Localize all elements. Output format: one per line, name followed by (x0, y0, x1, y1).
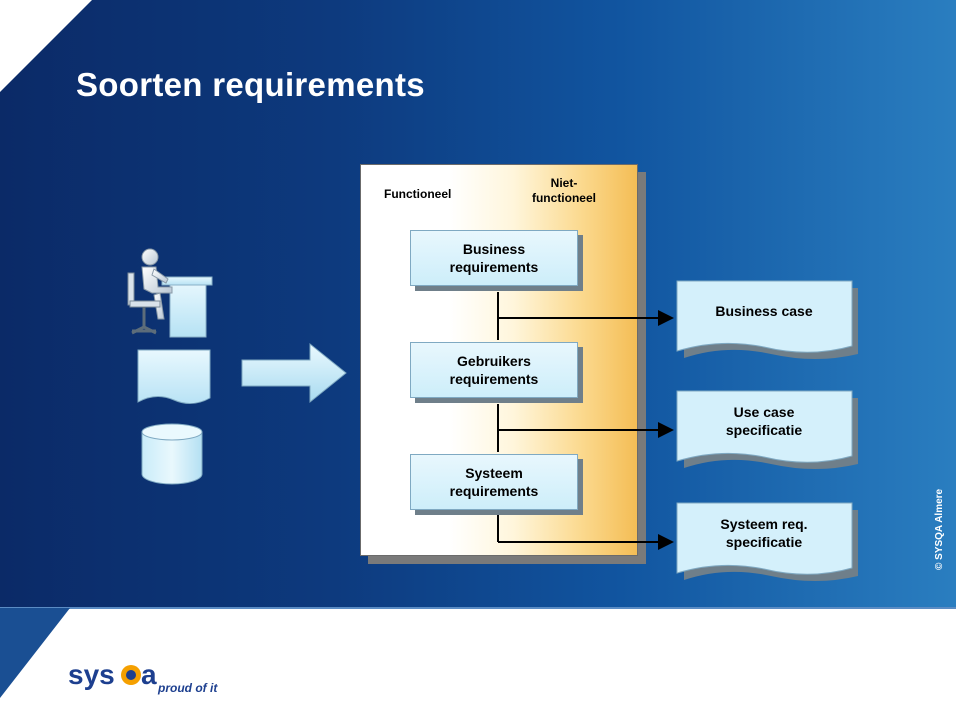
output-label-line1: Systeem req. (720, 516, 808, 532)
column-label-nonfunctional-line2: functioneel (531, 191, 596, 205)
sysqa-logo: sys a proud of it (68, 659, 218, 695)
document-shape-icon (676, 390, 858, 469)
requirement-label-line2: requirements (449, 483, 539, 499)
output-label-line1: Use case (733, 404, 795, 420)
document-shape-icon (676, 502, 858, 581)
person-at-desk-icon (127, 248, 213, 338)
document-icon (137, 349, 211, 404)
requirement-label-line1: Business (462, 241, 526, 257)
output-document-business-case: Business case (676, 280, 858, 364)
slide-corner-top (0, 0, 92, 92)
svg-text:proud of it: proud of it (157, 681, 218, 695)
requirement-box-business: Business requirements (410, 230, 578, 286)
requirement-label-line1: Systeem (465, 465, 523, 481)
arrow-right-icon (241, 342, 347, 404)
slide-title: Soorten requirements (76, 66, 425, 103)
requirement-box-systeem: Systeem requirements (410, 454, 578, 510)
output-label-line1: Business case (715, 303, 813, 319)
svg-text:sys: sys (68, 659, 115, 690)
column-label-nonfunctional: Niet- functioneel (514, 176, 614, 206)
slide-corner-bottom (0, 608, 70, 698)
output-document-use-case: Use case specificatie (676, 390, 858, 474)
output-label-line2: specificatie (725, 422, 803, 438)
footer-divider (0, 607, 956, 609)
svg-text:a: a (141, 659, 157, 690)
requirement-label-line2: requirements (449, 371, 539, 387)
output-label-line2: specificatie (725, 534, 803, 550)
requirement-box-gebruikers: Gebruikers requirements (410, 342, 578, 398)
requirement-label-line2: requirements (449, 259, 539, 275)
column-label-functional: Functioneel (384, 187, 452, 201)
document-shape-icon (676, 280, 858, 359)
output-document-systeem-req: Systeem req. specificatie (676, 502, 858, 586)
requirement-label-line1: Gebruikers (457, 353, 531, 369)
column-label-nonfunctional-line1: Niet- (550, 176, 578, 190)
database-icon (141, 423, 203, 485)
